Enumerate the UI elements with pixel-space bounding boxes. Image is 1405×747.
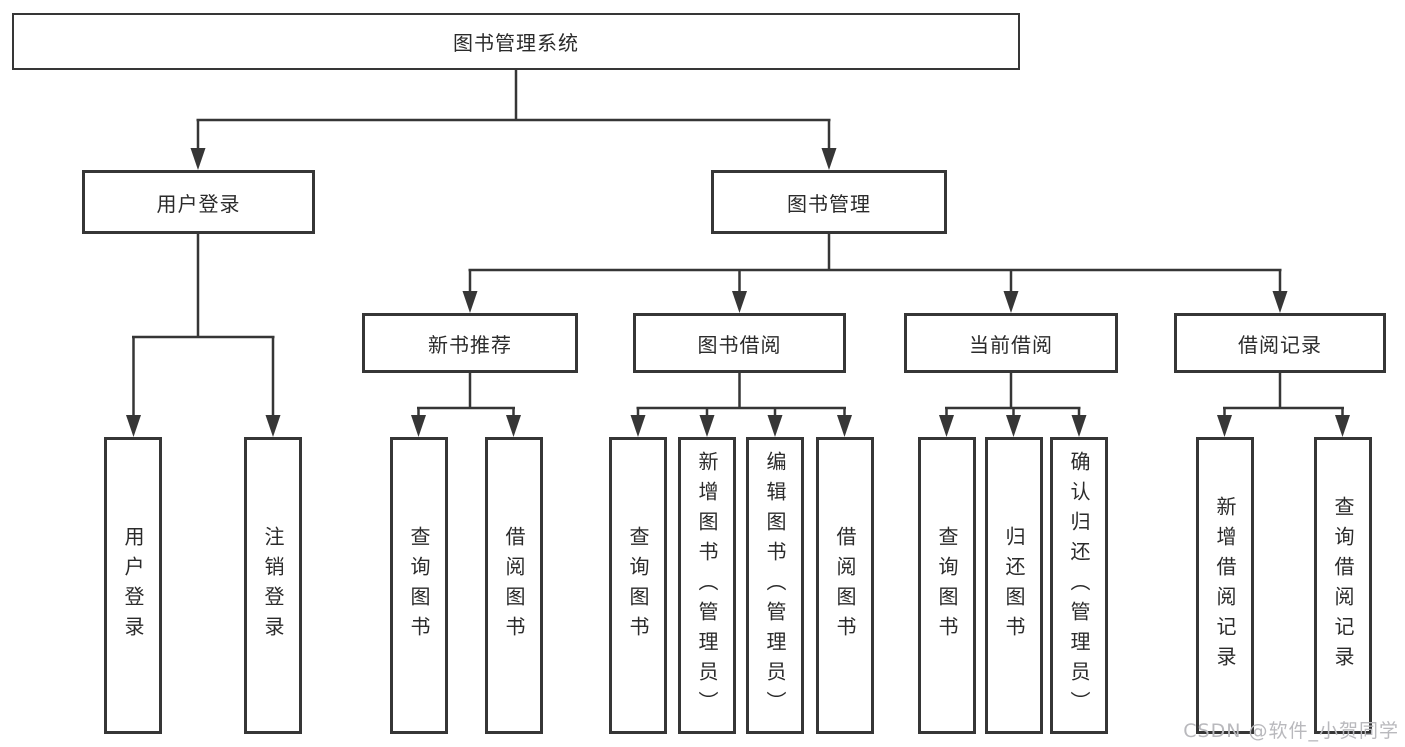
node-label: 查询图书 (407, 525, 431, 646)
node-label: 图书借阅 (697, 332, 782, 357)
node-label: 编辑图书（管理员） (763, 450, 787, 721)
node-label: 借阅记录 (1238, 332, 1322, 357)
leaf-query-books-borrow: 查询图书 (609, 437, 667, 734)
leaf-user-login: 用户登录 (104, 437, 162, 734)
node-label: 图书管理 (787, 191, 871, 216)
node-book-borrow: 图书借阅 (633, 313, 846, 373)
node-label: 查询借阅记录 (1331, 495, 1355, 676)
node-label: 新增借阅记录 (1213, 495, 1237, 676)
csdn-watermark: CSDN @软件_小贺同学 (1183, 720, 1399, 742)
node-new-book-recommend: 新书推荐 (362, 313, 578, 373)
node-label: 归还图书 (1002, 525, 1026, 646)
node-label: 图书管理系统 (453, 31, 579, 55)
leaf-return-books: 归还图书 (985, 437, 1043, 734)
node-label: 注销登录 (261, 525, 285, 646)
node-book-management: 图书管理 (711, 170, 947, 234)
node-label: 用户登录 (121, 525, 145, 646)
leaf-add-books-admin: 新增图书（管理员） (678, 437, 736, 734)
node-label: 借阅图书 (502, 525, 526, 646)
node-user-login: 用户登录 (82, 170, 315, 234)
node-label: 查询图书 (935, 525, 959, 646)
node-label: 新书推荐 (428, 332, 512, 357)
leaf-query-books-newbook: 查询图书 (390, 437, 448, 734)
node-label: 用户登录 (156, 191, 241, 216)
node-library-management-system: 图书管理系统 (12, 13, 1020, 70)
node-label: 借阅图书 (833, 525, 857, 646)
node-label: 确认归还（管理员） (1067, 450, 1091, 721)
node-label: 查询图书 (626, 525, 650, 646)
leaf-logout-login: 注销登录 (244, 437, 302, 734)
node-current-borrow: 当前借阅 (904, 313, 1118, 373)
leaf-confirm-return-admin: 确认归还（管理员） (1050, 437, 1108, 734)
leaf-edit-books-admin: 编辑图书（管理员） (746, 437, 804, 734)
leaf-add-borrow-record: 新增借阅记录 (1196, 437, 1254, 734)
leaf-query-books-current: 查询图书 (918, 437, 976, 734)
node-label: 新增图书（管理员） (695, 450, 719, 721)
leaf-borrow-books-newbook: 借阅图书 (485, 437, 543, 734)
node-borrow-record: 借阅记录 (1174, 313, 1386, 373)
node-label: 当前借阅 (969, 332, 1053, 357)
leaf-query-borrow-record: 查询借阅记录 (1314, 437, 1372, 734)
leaf-borrow-books-borrow: 借阅图书 (816, 437, 874, 734)
